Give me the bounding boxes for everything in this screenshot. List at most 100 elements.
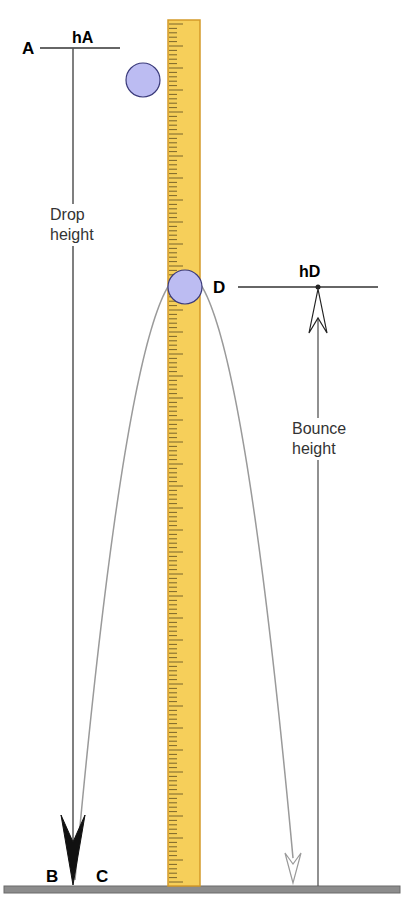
ruler-tick: [169, 675, 177, 676]
ruler-tick: [169, 525, 177, 526]
ruler-tick: [169, 389, 177, 390]
ruler-tick: [169, 508, 183, 509]
ruler-tick: [169, 116, 177, 117]
ruler-tick: [169, 477, 177, 478]
ruler-tick: [169, 591, 177, 592]
ruler-tick: [169, 94, 177, 95]
ruler-tick: [169, 226, 177, 227]
ruler-tick: [169, 842, 177, 843]
ruler-tick: [169, 732, 177, 733]
ruler-tick: [169, 270, 177, 271]
path-arrowhead: [285, 853, 301, 883]
ruler-tick: [169, 85, 177, 86]
ruler-tick: [169, 380, 177, 381]
ruler-tick: [169, 261, 177, 262]
ruler-tick: [169, 824, 177, 825]
ruler-tick: [169, 714, 177, 715]
ruler-tick: [169, 864, 177, 865]
ruler-tick: [169, 701, 177, 702]
ruler-tick: [169, 684, 183, 685]
ruler-tick: [169, 345, 177, 346]
level-dot: [316, 285, 321, 290]
ruler-tick: [169, 208, 177, 209]
ruler-tick: [169, 521, 177, 522]
ruler-tick: [169, 538, 177, 539]
ruler-tick: [169, 472, 177, 473]
ruler-tick: [169, 178, 183, 179]
ruler-tick: [169, 754, 177, 755]
ruler-tick: [169, 76, 177, 77]
ruler-tick: [169, 860, 183, 861]
ruler-tick: [169, 376, 183, 377]
ruler-tick: [169, 191, 177, 192]
ruler-tick: [169, 648, 177, 649]
ruler-tick: [169, 662, 183, 663]
ruler-tick: [169, 692, 177, 693]
ruler-tick: [169, 411, 177, 412]
ruler-tick: [169, 644, 177, 645]
ruler-tick: [169, 318, 177, 319]
ruler-tick: [169, 868, 177, 869]
ruler-tick: [169, 882, 183, 883]
ruler-tick: [169, 574, 183, 575]
ruler-tick: [169, 239, 177, 240]
ruler-tick: [169, 200, 183, 201]
ruler-tick: [169, 543, 177, 544]
ruler-ticks: [169, 24, 183, 882]
ruler-tick: [169, 631, 177, 632]
ruler-tick: [169, 327, 177, 328]
ruler-tick: [169, 490, 177, 491]
ruler-tick: [169, 618, 183, 619]
point-label: C: [96, 866, 108, 887]
ruler-tick: [169, 706, 183, 707]
bounce-level-line: [238, 286, 378, 287]
ruler-tick: [169, 125, 177, 126]
ruler-tick: [169, 398, 183, 399]
ruler-tick: [169, 569, 177, 570]
ruler-tick: [169, 459, 177, 460]
ruler-tick: [169, 103, 177, 104]
ruler-tick: [169, 50, 177, 51]
drop-level-line: [40, 47, 120, 48]
ball: [168, 270, 202, 304]
bounce-path: [75, 272, 293, 880]
ruler-tick: [169, 807, 177, 808]
ball: [126, 63, 160, 97]
ruler-tick: [169, 486, 183, 487]
ruler-tick: [169, 362, 177, 363]
ruler: [168, 20, 200, 886]
ruler-tick: [169, 266, 183, 267]
ruler-tick: [169, 173, 177, 174]
ruler-tick: [169, 437, 177, 438]
ruler-tick: [169, 556, 177, 557]
ruler-tick: [169, 494, 177, 495]
ruler-tick: [169, 336, 177, 337]
ruler-tick: [169, 204, 177, 205]
ruler-tick: [169, 780, 177, 781]
ruler-tick: [169, 151, 177, 152]
drop-height-line: [72, 48, 74, 845]
ruler-tick: [169, 582, 177, 583]
ruler-tick: [169, 516, 177, 517]
ruler-tick: [169, 851, 177, 852]
ruler-tick: [169, 433, 177, 434]
ruler-tick: [169, 81, 177, 82]
ruler-tick: [169, 354, 183, 355]
ruler-tick: [169, 252, 177, 253]
ruler-tick: [169, 789, 177, 790]
ruler-tick: [169, 626, 177, 627]
ruler-tick: [169, 59, 177, 60]
ruler-tick: [169, 160, 177, 161]
ruler-tick: [169, 424, 177, 425]
ruler-tick: [169, 107, 177, 108]
ruler-tick: [169, 772, 183, 773]
ruler-tick: [169, 406, 177, 407]
ruler-tick: [169, 156, 183, 157]
ruler-tick: [169, 613, 177, 614]
dimension-note: Drop height: [48, 204, 114, 246]
ruler-tick: [169, 877, 177, 878]
ruler-tick: [169, 719, 177, 720]
ruler-tick: [169, 723, 177, 724]
ruler-tick: [169, 697, 177, 698]
ruler-tick: [169, 257, 177, 258]
